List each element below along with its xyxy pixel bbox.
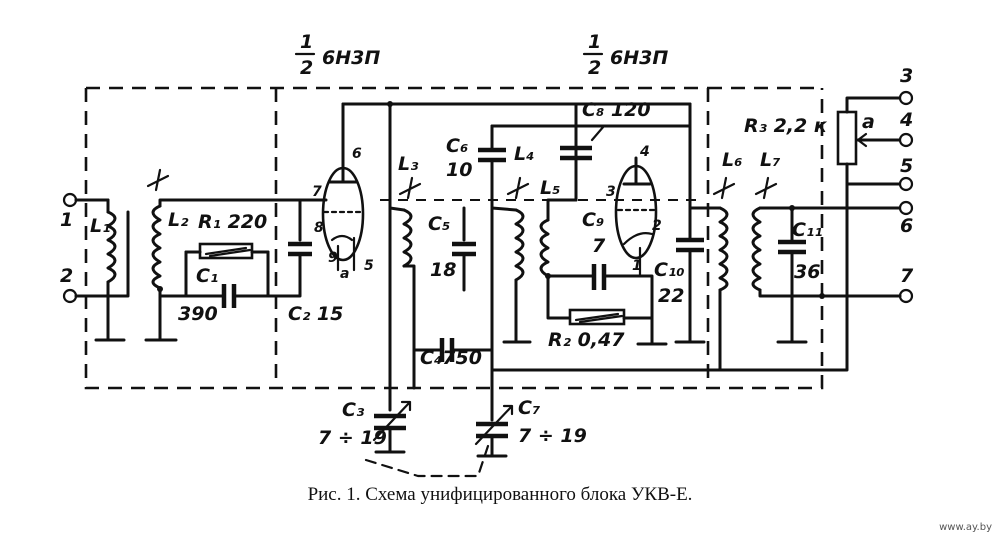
inductor-L3: L₃ bbox=[387, 101, 442, 352]
svg-text:L₁: L₁ bbox=[90, 215, 110, 237]
svg-text:C₂ 15: C₂ 15 bbox=[288, 303, 343, 325]
svg-text:22: 22 bbox=[658, 285, 684, 307]
shield-boundaries bbox=[84, 86, 824, 390]
svg-text:7: 7 bbox=[312, 184, 322, 200]
tube-left: 6 7 8 9 a 5 bbox=[298, 102, 374, 282]
svg-text:R₂ 0,47: R₂ 0,47 bbox=[548, 329, 625, 351]
terminal-4[interactable] bbox=[898, 132, 914, 148]
svg-text:L₄: L₄ bbox=[514, 143, 534, 165]
svg-text:L₅: L₅ bbox=[540, 177, 560, 199]
svg-text:C₉: C₉ bbox=[582, 209, 604, 231]
svg-text:1: 1 bbox=[300, 31, 313, 53]
watermark: www.ay.by bbox=[939, 522, 992, 533]
svg-text:L₃: L₃ bbox=[398, 153, 419, 175]
svg-text:6Н3П: 6Н3П bbox=[610, 47, 668, 69]
svg-text:1: 1 bbox=[632, 258, 642, 274]
svg-text:9: 9 bbox=[328, 250, 338, 266]
svg-text:L₇: L₇ bbox=[760, 149, 780, 171]
svg-text:390: 390 bbox=[178, 303, 218, 325]
svg-text:10: 10 bbox=[446, 159, 472, 181]
inductor-L5: L₅ bbox=[539, 177, 578, 320]
capacitor-C8: C₈ 120 bbox=[560, 99, 651, 202]
svg-text:6: 6 bbox=[352, 146, 362, 162]
capacitor-C10: C₁₀ 22 bbox=[654, 102, 706, 344]
svg-text:4: 4 bbox=[899, 109, 913, 131]
svg-text:a: a bbox=[862, 111, 875, 133]
svg-text:3: 3 bbox=[900, 65, 913, 87]
svg-text:5: 5 bbox=[364, 258, 374, 274]
svg-text:7 ÷ 19: 7 ÷ 19 bbox=[518, 425, 587, 447]
svg-text:C₅: C₅ bbox=[428, 213, 450, 235]
svg-text:7: 7 bbox=[592, 235, 606, 257]
svg-text:C₃: C₃ bbox=[342, 399, 365, 421]
inductor-L2: L₂ bbox=[144, 168, 302, 342]
capacitor-C5: C₅ 18 bbox=[428, 206, 476, 292]
capacitor-C4: C₄750 bbox=[412, 338, 494, 390]
svg-text:C₆: C₆ bbox=[446, 135, 468, 157]
svg-text:a: a bbox=[340, 266, 349, 282]
svg-text:C₁: C₁ bbox=[196, 265, 218, 287]
terminal-5[interactable] bbox=[898, 176, 914, 192]
svg-text:R₁ 220: R₁ 220 bbox=[198, 211, 267, 233]
svg-text:2: 2 bbox=[300, 57, 313, 79]
svg-text:3: 3 bbox=[606, 184, 616, 200]
svg-text:C₇: C₇ bbox=[518, 397, 540, 419]
svg-text:18: 18 bbox=[430, 259, 456, 281]
resistor-R2: R₂ 0,47 bbox=[548, 274, 668, 351]
svg-text:7: 7 bbox=[900, 265, 914, 287]
svg-text:C₁₁: C₁₁ bbox=[792, 219, 823, 241]
svg-text:1: 1 bbox=[588, 31, 601, 53]
svg-text:2: 2 bbox=[588, 57, 601, 79]
capacitor-C11: C₁₁ 36 bbox=[776, 205, 823, 344]
capacitor-C1: C₁ 390 bbox=[158, 250, 270, 325]
svg-text:1: 1 bbox=[60, 209, 73, 231]
capacitor-C3: C₃ 7 ÷ 19 bbox=[318, 206, 412, 454]
svg-text:4: 4 bbox=[639, 144, 650, 160]
terminal-6[interactable] bbox=[898, 200, 914, 216]
input-terminals: 1 2 bbox=[60, 192, 110, 304]
svg-text:L₂: L₂ bbox=[168, 209, 189, 231]
figure-caption: Рис. 1. Схема унифицированного блока УКВ… bbox=[307, 484, 693, 505]
capacitor-C2: C₂ 15 bbox=[266, 198, 343, 325]
capacitor-C6: C₆ 10 bbox=[446, 124, 692, 210]
tube-right: 4 3 2 1 bbox=[606, 144, 662, 278]
terminal-3[interactable] bbox=[898, 90, 914, 106]
svg-text:36: 36 bbox=[794, 261, 820, 283]
svg-text:2: 2 bbox=[652, 218, 662, 234]
resistor-R1: R₁ 220 bbox=[184, 211, 270, 260]
svg-text:6Н3П: 6Н3П bbox=[322, 47, 380, 69]
svg-text:C₈ 120: C₈ 120 bbox=[582, 99, 651, 121]
svg-text:2: 2 bbox=[60, 265, 73, 287]
terminal-2[interactable] bbox=[62, 288, 78, 304]
svg-text:8: 8 bbox=[314, 220, 324, 236]
inductor-L4: L₄ bbox=[490, 143, 534, 392]
capacitor-C9: C₉ 7 bbox=[546, 209, 642, 290]
resistor-R3: R₃ 2,2 к a bbox=[744, 96, 902, 186]
svg-text:L₆: L₆ bbox=[722, 149, 742, 171]
tube-right-title: 1 2 6Н3П bbox=[582, 31, 668, 79]
svg-text:C₄750: C₄750 bbox=[420, 347, 482, 369]
svg-text:R₃ 2,2 к: R₃ 2,2 к bbox=[744, 115, 828, 137]
terminal-7[interactable] bbox=[898, 288, 914, 304]
svg-text:7 ÷ 19: 7 ÷ 19 bbox=[318, 427, 387, 449]
output-terminals: 3 4 5 6 7 bbox=[718, 65, 914, 372]
tube-left-title: 1 2 6Н3П bbox=[294, 31, 380, 79]
inductor-L7: L₇ bbox=[751, 149, 902, 298]
gang-link bbox=[364, 438, 492, 478]
terminal-1[interactable] bbox=[62, 192, 78, 208]
inductor-L1: L₁ bbox=[90, 198, 130, 342]
svg-text:6: 6 bbox=[900, 215, 913, 237]
svg-text:5: 5 bbox=[900, 155, 913, 177]
capacitor-C7: C₇ 7 ÷ 19 bbox=[474, 388, 587, 458]
svg-text:C₁₀: C₁₀ bbox=[654, 259, 685, 281]
